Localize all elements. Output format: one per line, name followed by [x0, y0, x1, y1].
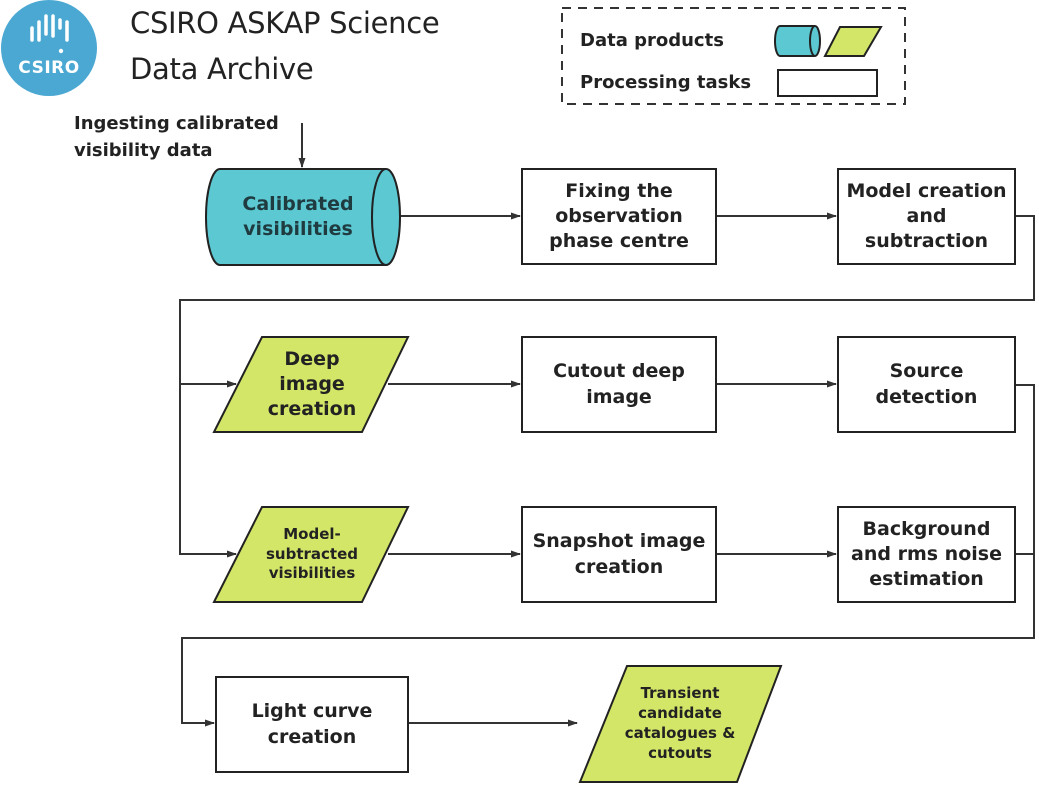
- page-title-line1: CSIRO ASKAP Science: [130, 6, 440, 40]
- legend-cylinder-icon: [774, 25, 821, 57]
- node-deep-image-creation[interactable]: Deep image creation: [230, 337, 394, 432]
- node-label-line: Model creation: [846, 179, 1007, 202]
- node-label-line: and rms noise: [851, 542, 1002, 565]
- node-label-line: phase centre: [549, 230, 689, 253]
- node-transient-shape: [578, 665, 783, 783]
- node-label-line: and: [906, 204, 947, 227]
- node-cutout-deep-image[interactable]: Cutout deep image: [522, 337, 716, 432]
- node-cutout-deep-image-shape: [521, 336, 717, 433]
- input-label-line2: visibility data: [74, 140, 213, 161]
- edge-model-modelsub: [179, 384, 237, 558]
- node-label-line: image: [279, 372, 345, 395]
- node-label-line: image: [586, 385, 652, 408]
- legend-processing-tasks-label: Processing tasks: [580, 72, 752, 93]
- node-label-line: Light curve: [251, 700, 373, 723]
- node-label-line: Snapshot image: [532, 530, 706, 553]
- logo-circle: [1, 0, 97, 96]
- node-model-creation-shape: [837, 168, 1016, 265]
- node-label-line: Source: [889, 360, 964, 383]
- node-model-subtracted-shape: [212, 506, 410, 603]
- node-fixing-phase-centre-shape: [521, 168, 717, 265]
- node-snapshot-image-shape: [521, 506, 717, 603]
- node-label-line: candidate: [638, 704, 722, 723]
- node-calibrated-visibilities-shape: [205, 168, 401, 266]
- node-label-line: Transient: [640, 684, 720, 703]
- node-label-line: Background: [862, 517, 991, 540]
- node-label-line: creation: [267, 398, 357, 421]
- logo-dot: [58, 48, 64, 54]
- input-label-line1: Ingesting calibrated: [74, 113, 279, 134]
- node-source-detection-shape: [837, 336, 1016, 433]
- node-label-line: visibilities: [268, 564, 356, 583]
- node-fixing-phase-centre[interactable]: Fixing the observation phase centre: [522, 169, 716, 264]
- legend-parallelogram-icon: [823, 26, 883, 57]
- node-label-line: creation: [574, 555, 664, 578]
- node-label-line: creation: [267, 725, 357, 748]
- node-model-subtracted-visibilities[interactable]: Model- subtracted visibilities: [230, 507, 394, 602]
- logo-bars-icon: [30, 14, 69, 42]
- node-label-line: observation: [555, 204, 683, 227]
- node-label-line: subtraction: [864, 230, 989, 253]
- node-label-line: Cutout deep: [553, 360, 685, 383]
- edge-source-lightcurve: [181, 384, 1035, 727]
- node-label-line: visibilities: [243, 218, 353, 240]
- edge-model-deep: [179, 215, 1035, 388]
- node-deep-image-shape: [212, 336, 410, 433]
- node-background-rms[interactable]: Background and rms noise estimation: [838, 507, 1015, 602]
- node-label-line: Deep: [284, 347, 340, 370]
- node-transient-catalogues[interactable]: Transient candidate catalogues & cutouts: [598, 666, 762, 782]
- node-source-detection[interactable]: Source detection: [838, 337, 1015, 432]
- connectors: [179, 123, 1035, 727]
- node-calibrated-visibilities[interactable]: Calibrated visibilities: [210, 169, 386, 265]
- logo-text: CSIRO: [18, 58, 80, 78]
- node-label-line: estimation: [869, 568, 984, 591]
- csiro-logo: [1, 0, 97, 96]
- node-light-curve-creation[interactable]: Light curve creation: [216, 677, 408, 772]
- node-snapshot-image-creation[interactable]: Snapshot image creation: [522, 507, 716, 602]
- page-title-line2: Data Archive: [130, 52, 314, 86]
- node-background-rms-shape: [837, 506, 1016, 603]
- node-label-line: Model-: [283, 524, 341, 543]
- node-label-line: detection: [875, 385, 978, 408]
- legend-rectangle-icon: [777, 69, 878, 97]
- node-model-creation[interactable]: Model creation and subtraction: [838, 169, 1015, 264]
- node-light-curve-shape: [215, 676, 409, 773]
- legend-box: [561, 7, 906, 105]
- node-label-line: cutouts: [648, 743, 712, 762]
- node-label-line: Calibrated: [242, 192, 354, 215]
- input-label: Ingesting calibrated visibility data: [74, 110, 279, 164]
- node-label-line: subtracted: [265, 544, 358, 563]
- node-label-line: Fixing the: [565, 179, 673, 202]
- legend-data-products-label: Data products: [580, 30, 724, 51]
- node-label-line: catalogues &: [624, 724, 736, 742]
